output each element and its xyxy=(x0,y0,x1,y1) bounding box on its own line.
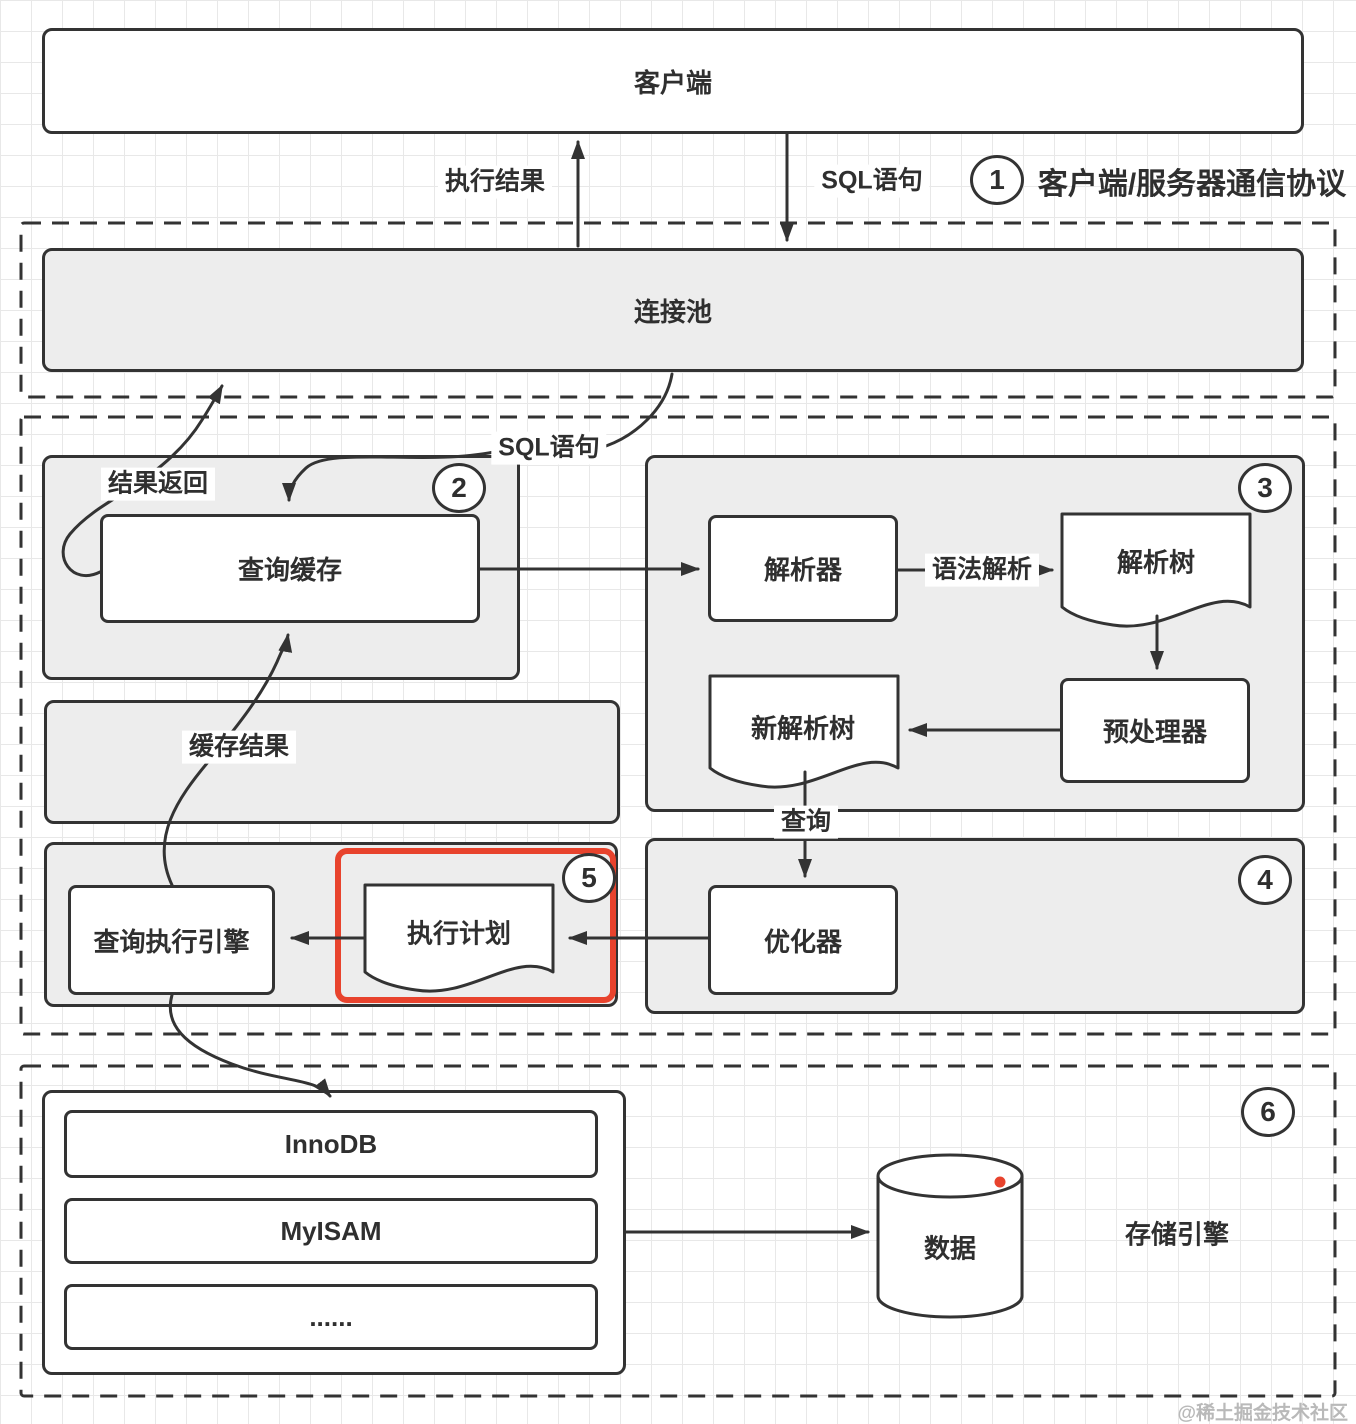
data-label: 数据 xyxy=(923,1233,977,1264)
curve-pool-to-sql-label xyxy=(604,372,674,448)
client-label: 客户端 xyxy=(633,67,712,98)
parser-label: 解析器 xyxy=(763,555,842,585)
cached-result-label: 缓存结果 xyxy=(181,730,297,764)
innodb-box: InnoDB xyxy=(64,1110,598,1178)
step-1-badge: 1 xyxy=(970,155,1024,205)
optimizer-label: 优化器 xyxy=(763,926,842,957)
sql-statement-inner-label: SQL语句 xyxy=(491,431,607,465)
other-engines-label: ...... xyxy=(309,1301,353,1332)
query-label: 查询 xyxy=(773,805,839,839)
step-5-badge: 5 xyxy=(562,853,616,903)
step-6-badge: 6 xyxy=(1241,1087,1295,1137)
client-box: 客户端 xyxy=(42,28,1304,134)
data-cylinder-top xyxy=(876,1153,1024,1199)
sql-statement-top-label: SQL语句 xyxy=(814,164,930,198)
other-engines-box: ...... xyxy=(64,1284,598,1350)
protocol-title: 客户端/服务器通信协议 xyxy=(1037,168,1347,201)
curve-engine-to-storage xyxy=(168,993,332,1098)
preprocessor-label: 预处理器 xyxy=(1102,717,1207,747)
query-cache-label: 查询缓存 xyxy=(237,555,342,585)
parse-tree-label: 解析树 xyxy=(1116,547,1196,578)
exec-result-label: 执行结果 xyxy=(437,165,553,199)
query-exec-engine-label: 查询执行引擎 xyxy=(93,926,250,957)
cached-result-section xyxy=(44,700,620,824)
watermark: @稀土掘金技术社区 xyxy=(1177,1403,1348,1424)
myisam-box: MyISAM xyxy=(64,1198,598,1264)
data-red-dot xyxy=(994,1176,1006,1188)
step-4-badge: 4 xyxy=(1238,855,1292,905)
exec-plan-label: 执行计划 xyxy=(406,918,512,949)
connection-pool-box: 连接池 xyxy=(42,248,1304,372)
result-return-label: 结果返回 xyxy=(100,467,216,501)
storage-engine-label: 存储引擎 xyxy=(1124,1219,1230,1250)
connection-pool-label: 连接池 xyxy=(633,296,712,327)
innodb-label: InnoDB xyxy=(284,1128,378,1159)
query-exec-engine-box: 查询执行引擎 xyxy=(68,885,275,995)
myisam-label: MyISAM xyxy=(280,1215,382,1246)
parser-box: 解析器 xyxy=(708,515,898,622)
optimizer-box: 优化器 xyxy=(708,885,898,995)
step-2-badge: 2 xyxy=(432,463,486,513)
new-parse-tree-label: 新解析树 xyxy=(750,713,856,744)
preprocessor-box: 预处理器 xyxy=(1060,678,1250,783)
syntax-parse-label: 语法解析 xyxy=(924,553,1040,587)
query-cache-box: 查询缓存 xyxy=(100,514,480,623)
step-3-badge: 3 xyxy=(1238,463,1292,513)
